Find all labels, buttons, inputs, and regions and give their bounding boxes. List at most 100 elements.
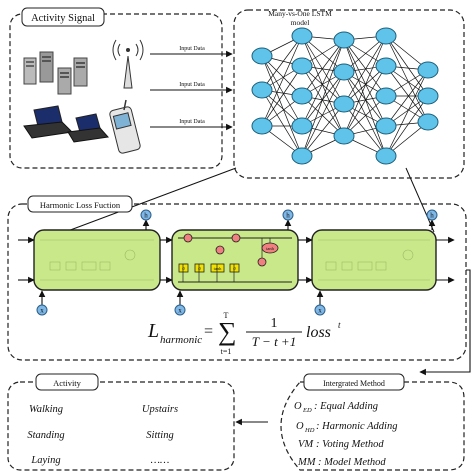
svg-text:=: = <box>204 323 213 340</box>
svg-text:T: T <box>224 311 229 320</box>
svg-text:: Voting Method: : Voting Method <box>316 439 384 450</box>
lstm-cell-1 <box>33 229 161 291</box>
network-connection <box>343 71 387 157</box>
activity-item: Walking <box>29 404 63 415</box>
network-connection <box>343 95 387 137</box>
network-connection <box>261 55 303 127</box>
svg-text:loss: loss <box>306 324 331 341</box>
network-node <box>291 117 313 135</box>
svg-text:T − t +1: T − t +1 <box>252 334 296 349</box>
network-connection <box>343 71 387 127</box>
network-connection <box>261 65 303 127</box>
network-connection <box>301 39 345 127</box>
lstm-cell-3 <box>311 229 437 291</box>
network-connection <box>301 39 345 97</box>
network-node <box>291 87 313 105</box>
svg-text:VM: VM <box>298 439 314 450</box>
network-connection <box>261 35 303 127</box>
gate-sigma-3 <box>229 263 240 273</box>
network-connection <box>385 35 429 97</box>
network-connection <box>385 35 429 123</box>
network-node <box>375 27 397 45</box>
lstm-title-line2: model <box>291 18 310 27</box>
forget-multiply <box>183 233 193 243</box>
add-op <box>231 233 241 243</box>
method-item: VM : Voting Method <box>298 439 384 450</box>
svg-text:: Model Method: : Model Method <box>318 457 386 468</box>
gate-tanh <box>210 263 225 273</box>
network-connection <box>301 65 345 137</box>
lstm-title-line1: Many-vs-One LSTM <box>268 9 332 18</box>
network-node <box>375 57 397 75</box>
mobile-phone-icon <box>109 99 141 154</box>
svg-text:: Harmonic Adding: : Harmonic Adding <box>316 421 397 432</box>
x-inputs: x x x <box>36 290 326 316</box>
network-node <box>375 87 397 105</box>
network-node <box>333 63 355 81</box>
antenna-icon <box>112 39 144 89</box>
svg-text:x: x <box>178 307 182 315</box>
network-connection <box>301 103 345 157</box>
svg-text:tanh: tanh <box>214 266 222 271</box>
gate-sigma-2 <box>194 263 205 273</box>
svg-text:HD: HD <box>304 427 315 434</box>
network-connection <box>301 39 345 157</box>
network-connection <box>343 39 387 127</box>
activity-item: Sitting <box>146 430 173 441</box>
network-connection <box>385 95 429 157</box>
network-node <box>375 117 397 135</box>
network-connection <box>261 55 303 97</box>
h-node-3 <box>426 209 438 221</box>
svg-text:O: O <box>296 421 304 432</box>
svg-text:σ: σ <box>182 267 185 272</box>
hidden-outputs: h h h <box>140 209 438 230</box>
harmonic-formula: L harmonic = ∑ T t=1 1 T − t +1 loss t <box>147 311 341 356</box>
integrated-title: Intergrated Method <box>323 379 385 388</box>
h-node-1 <box>140 209 152 221</box>
network-node <box>291 147 313 165</box>
svg-text:: Equal Adding: : Equal Adding <box>314 401 378 412</box>
network-node <box>291 27 313 45</box>
input-label-3: Input Data <box>179 119 205 125</box>
network-connection <box>385 69 429 157</box>
network-node <box>333 95 355 113</box>
lstm-model-panel: Many-vs-One LSTM model <box>233 9 465 179</box>
activity-item: Upstairs <box>142 404 178 415</box>
network-node <box>291 57 313 75</box>
activity-panel: Activity Walking Upstairs Standing Sitti… <box>7 373 235 471</box>
network-connection <box>261 89 303 157</box>
svg-text:ED: ED <box>302 407 312 414</box>
network-connection <box>301 35 345 137</box>
svg-text:MM: MM <box>297 457 317 468</box>
network-connection <box>385 65 429 123</box>
server-icon <box>23 51 88 95</box>
svg-text:tanh: tanh <box>266 246 274 251</box>
network-connection <box>343 39 387 157</box>
network-connection <box>343 35 387 105</box>
network-node <box>333 127 355 145</box>
network-connection <box>343 65 387 137</box>
network-connection <box>343 103 387 157</box>
gate-sigma-1 <box>178 263 189 273</box>
svg-text:h: h <box>430 212 434 220</box>
svg-text:t: t <box>338 320 341 330</box>
method-item: O HD : Harmonic Adding <box>296 421 397 434</box>
network-node <box>375 147 397 165</box>
network-node <box>417 87 439 105</box>
svg-text:σ: σ <box>233 267 236 272</box>
network-nodes <box>251 27 439 165</box>
svg-text:x: x <box>40 307 44 315</box>
activity-title: Activity <box>53 378 82 388</box>
svg-text:∑: ∑ <box>218 317 237 346</box>
network-connection <box>261 35 303 91</box>
network-connection <box>343 39 387 97</box>
loss-to-method-arrow <box>419 269 471 376</box>
network-node <box>251 47 273 65</box>
input-label-2: Input Data <box>179 82 205 88</box>
svg-text:t=1: t=1 <box>221 347 232 356</box>
activity-item: Standing <box>27 430 64 441</box>
method-item: MM : Model Method <box>297 457 386 468</box>
x-node-3 <box>314 304 326 316</box>
network-connection <box>301 35 345 105</box>
svg-text:σ: σ <box>198 267 201 272</box>
